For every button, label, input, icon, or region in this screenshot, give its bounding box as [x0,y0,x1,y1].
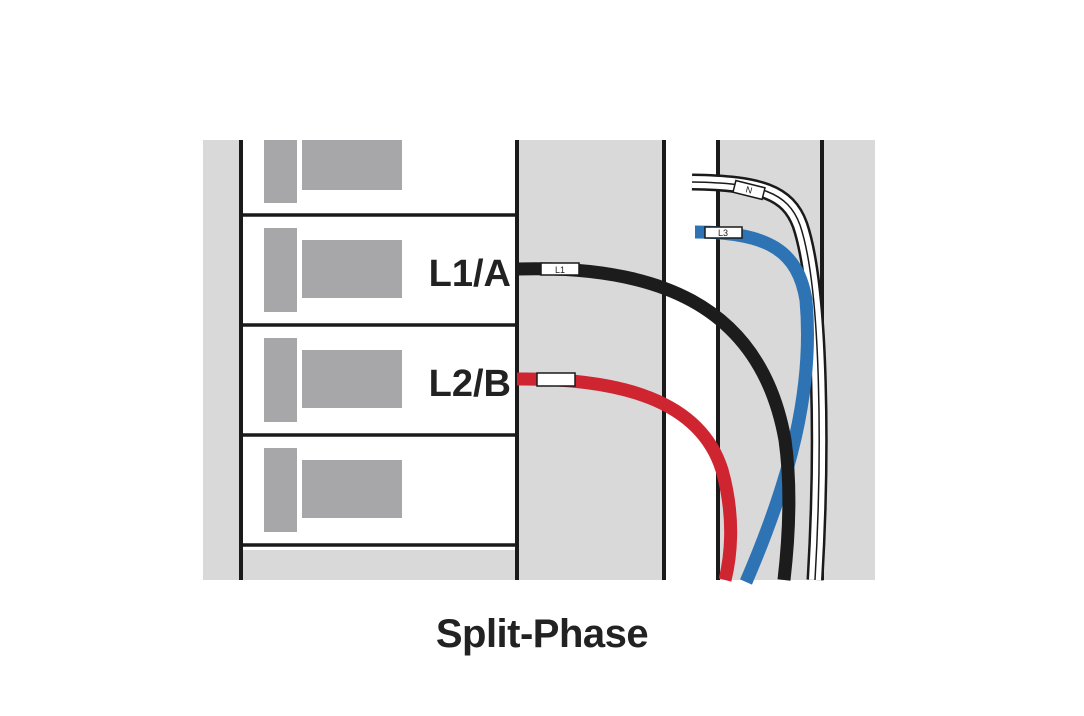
l2-wire-tag [536,372,576,387]
l2-b-label: L2/B [429,363,511,405]
breaker-3 [264,338,402,422]
l3-tag-label: L3 [718,228,728,238]
l1-black-wire [516,262,796,581]
l1-wire-tag: L1 [540,262,580,276]
breaker-dividers [241,213,517,547]
breaker-2 [264,228,402,312]
l1-tag-label: L1 [555,265,565,275]
neutral-tag-label: N [745,184,754,195]
l3-wire-tag: L3 [704,226,743,239]
breaker-1 [264,140,402,203]
l3-blue-wire [694,225,814,585]
l2-red-wire [516,372,738,582]
l1-a-label: L1/A [429,253,511,295]
breaker-4 [264,448,402,532]
neutral-wire-tag: N [732,179,766,201]
diagram-caption: Split-Phase [435,612,649,656]
